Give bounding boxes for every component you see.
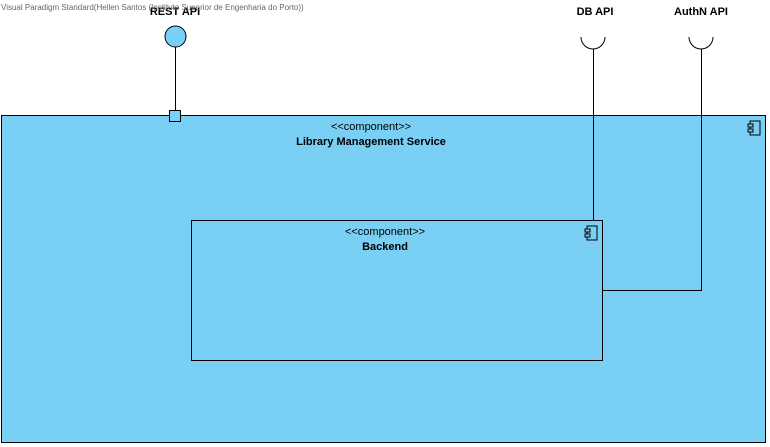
component-name: Backend bbox=[362, 241, 408, 253]
watermark: Visual Paradigm Standard(Hellen Santos (… bbox=[1, 3, 304, 12]
socket-icon bbox=[580, 36, 606, 50]
interface-db-api[interactable] bbox=[580, 36, 606, 221]
connector-line bbox=[602, 49, 702, 291]
lollipop-icon bbox=[164, 25, 187, 48]
interface-label-rest-api: REST API bbox=[150, 6, 200, 18]
interface-label-db-api: DB API bbox=[577, 6, 614, 18]
component-stereotype: <<component>> bbox=[345, 226, 425, 238]
component-backend[interactable]: <<component>> Backend bbox=[191, 220, 603, 361]
interface-label-authn-api: AuthN API bbox=[674, 6, 728, 18]
component-icon bbox=[747, 120, 761, 136]
socket-icon bbox=[688, 36, 714, 50]
component-icon bbox=[584, 225, 598, 241]
component-name: Library Management Service bbox=[296, 136, 446, 148]
component-box bbox=[191, 220, 603, 361]
interface-authn-api[interactable] bbox=[602, 36, 714, 291]
component-stereotype: <<component>> bbox=[331, 121, 411, 133]
interface-rest-api[interactable] bbox=[164, 25, 187, 122]
port bbox=[169, 110, 181, 122]
